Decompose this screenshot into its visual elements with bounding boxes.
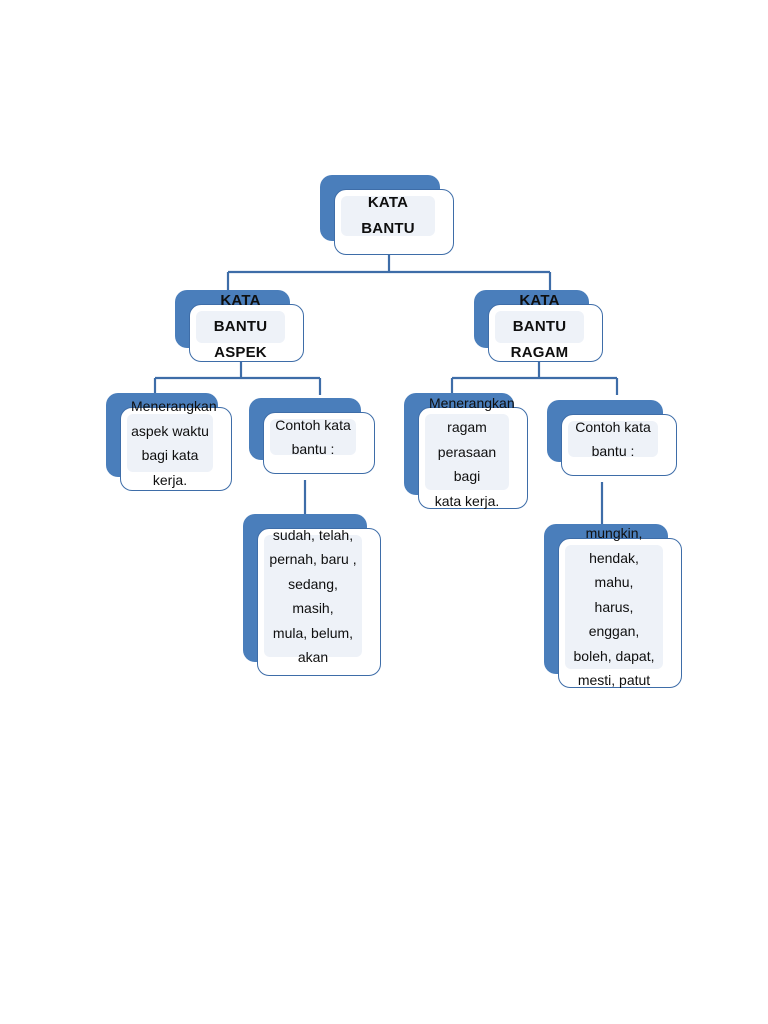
node-label: Menerangkan aspek waktu bagi kata kerja. [131,398,217,488]
node-ragam-contoh-senarai[interactable]: mungkin, hendak, mahu, harus, enggan, bo… [544,524,682,688]
node-card: Menerangkan aspek waktu bagi kata kerja. [120,398,232,491]
node-card: KATA BANTU [334,189,454,255]
node-panel: KATA BANTU RAGAM [495,292,584,361]
node-card: Contoh kata bantu : [561,414,677,476]
node-aspek-contoh-senarai[interactable]: sudah, telah, pernah, baru , sedang, mas… [243,514,381,676]
node-panel: mungkin, hendak, mahu, harus, enggan, bo… [565,525,663,688]
node-label: KATA BANTU ASPEK [213,291,268,362]
node-card: Menerangkan ragam perasaan bagi kata ker… [418,395,528,509]
node-card: mungkin, hendak, mahu, harus, enggan, bo… [558,525,682,688]
node-card: Contoh kata bantu : [263,412,375,474]
node-ragam-definisi[interactable]: Menerangkan ragam perasaan bagi kata ker… [404,393,528,509]
node-label: KATA BANTU [361,193,415,237]
node-panel: KATA BANTU ASPEK [196,292,285,361]
node-label: Contoh kata bantu : [275,416,351,458]
node-label: sudah, telah, pernah, baru , sedang, mas… [269,526,357,666]
node-card: sudah, telah, pernah, baru , sedang, mas… [257,527,381,676]
node-panel: KATA BANTU [341,194,435,237]
node-kata-bantu-ragam[interactable]: KATA BANTU RAGAM [474,290,603,362]
node-card: KATA BANTU RAGAM [488,292,603,362]
node-label: KATA BANTU RAGAM [510,291,569,362]
node-panel: Contoh kata bantu : [270,417,356,457]
node-aspek-definisi[interactable]: Menerangkan aspek waktu bagi kata kerja. [106,393,232,491]
node-panel: Menerangkan aspek waktu bagi kata kerja. [127,398,217,488]
node-aspek-contoh-tajuk[interactable]: Contoh kata bantu : [249,398,375,474]
node-kata-bantu-aspek[interactable]: KATA BANTU ASPEK [175,290,304,362]
node-panel: Menerangkan ragam perasaan bagi kata ker… [425,395,515,509]
node-card: KATA BANTU ASPEK [189,292,304,362]
node-ragam-contoh-tajuk[interactable]: Contoh kata bantu : [547,400,677,476]
node-panel: Contoh kata bantu : [568,419,658,459]
node-label: Menerangkan ragam perasaan bagi kata ker… [429,394,515,509]
node-kata-bantu[interactable]: KATA BANTU [320,175,454,255]
node-label: mungkin, hendak, mahu, harus, enggan, bo… [573,525,655,689]
node-label: Contoh kata bantu : [575,418,651,460]
node-panel: sudah, telah, pernah, baru , sedang, mas… [264,527,362,665]
